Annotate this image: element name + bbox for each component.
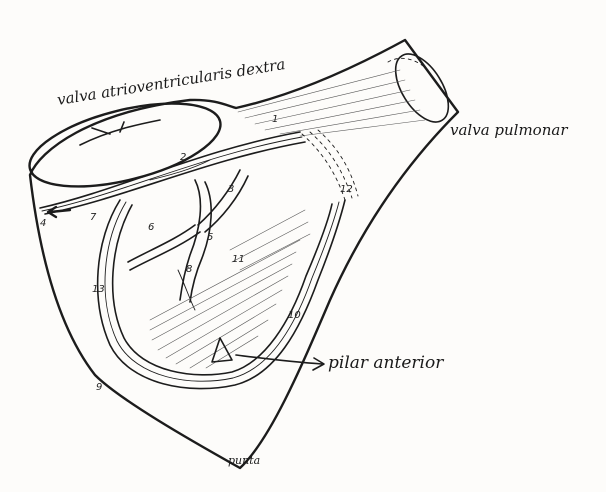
septal-band-inner xyxy=(45,142,305,214)
number-10: 10 xyxy=(288,310,301,321)
label-pulmonary-valve: valva pulmonar xyxy=(450,121,568,139)
number-4: 4 xyxy=(40,218,46,229)
pillar-arrow xyxy=(236,355,322,364)
number-1: 1 xyxy=(272,114,278,125)
cavity-hatching xyxy=(150,210,310,368)
number-8: 8 xyxy=(186,264,192,275)
number-11: 11 xyxy=(232,254,245,265)
label-tricuspid-valve: valva atrioventricularis dextra xyxy=(56,55,287,109)
pulmonary-valve-ring xyxy=(385,45,459,131)
number-2: 2 xyxy=(180,152,186,163)
label-anterior-pillar: pilar anterior xyxy=(328,353,444,373)
number-3: 3 xyxy=(228,184,234,195)
number-9: 9 xyxy=(96,382,102,393)
number-7: 7 xyxy=(90,212,97,223)
number-13: 13 xyxy=(92,284,105,295)
number-6: 6 xyxy=(148,222,154,233)
number-5: 5 xyxy=(207,232,213,243)
number-12: 12 xyxy=(340,184,353,195)
septal-band-outer xyxy=(40,132,300,208)
label-apex: punta xyxy=(228,454,260,467)
